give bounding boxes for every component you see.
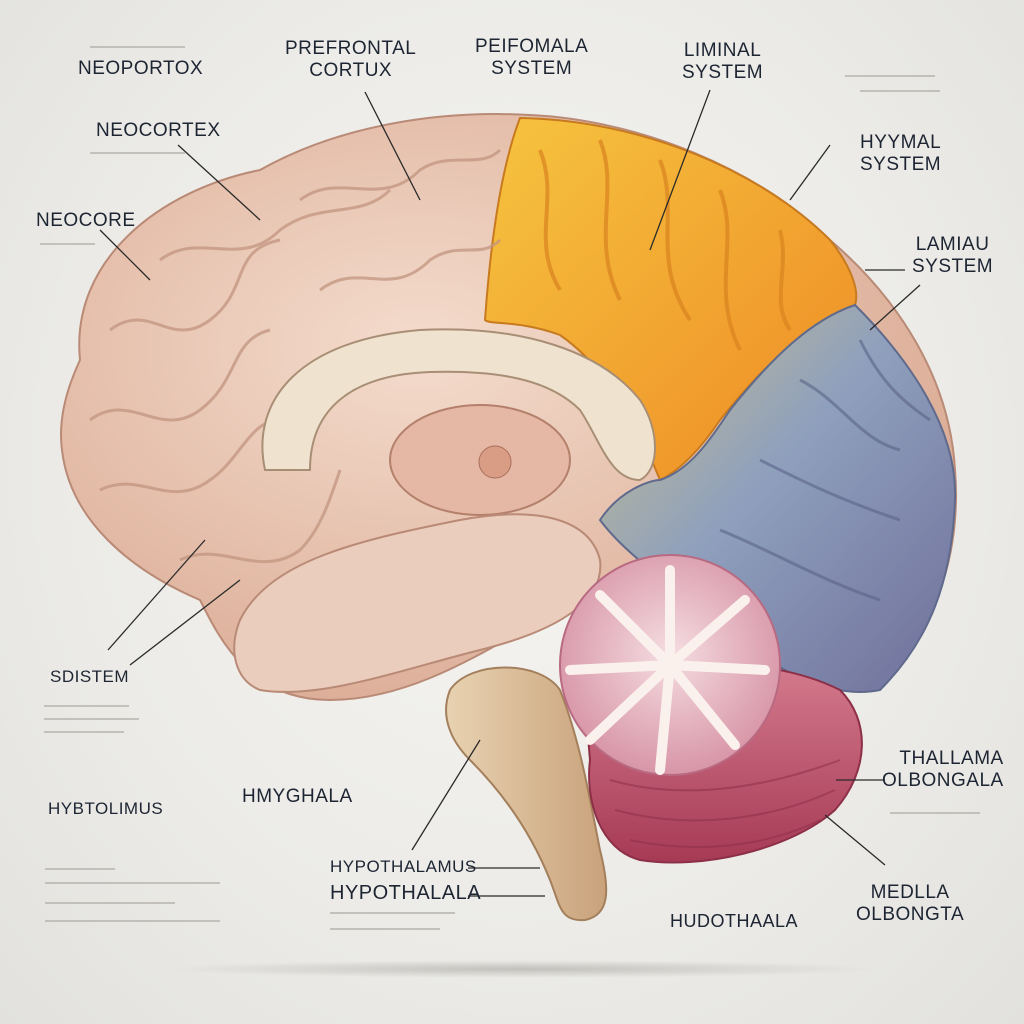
label-hymyghala: HMYGHALA <box>242 786 353 807</box>
orange-lobe <box>483 116 858 482</box>
leader-lines <box>99 89 921 897</box>
faint-line <box>44 731 124 733</box>
faint-line <box>45 902 175 904</box>
faint-line <box>45 868 115 870</box>
faint-line <box>90 46 185 48</box>
label-neocore: NEOCORE <box>36 210 136 231</box>
label-sdistem: SDISTEM <box>50 667 130 686</box>
label-medulla: MEDLLA OLBONGTA <box>856 882 965 925</box>
faint-line <box>44 718 139 720</box>
faint-line <box>44 705 129 707</box>
faint-line <box>45 882 220 884</box>
faint-line <box>45 920 220 922</box>
label-hymal-system: HYYMAL SYSTEM <box>860 132 942 175</box>
occipital-folds <box>719 339 931 602</box>
faint-line <box>90 152 185 154</box>
faint-line <box>330 912 455 914</box>
label-hypothalamus: HYPOTHALAMUS <box>330 857 477 876</box>
faint-line <box>860 90 940 92</box>
label-hypothalamus-left: HYBTOLIMUS <box>48 799 164 818</box>
label-prefrontal-cortex: PREFRONTAL CORTUX <box>285 38 417 81</box>
label-peifomala-system: PEIFOMALA SYSTEM <box>475 36 589 79</box>
faint-line <box>40 243 95 245</box>
faint-line <box>890 812 980 814</box>
faint-line <box>845 75 935 77</box>
label-neoportox: NEOPORTOX <box>78 58 204 79</box>
label-hypothalala: HYPOTHALALA <box>330 882 482 904</box>
cortex-folds <box>89 148 502 564</box>
label-lamial-system: LAMIAU SYSTEM <box>912 234 994 277</box>
label-neocortex: NEOCORTEX <box>96 120 221 141</box>
brainstem <box>445 666 608 922</box>
label-thallama: THALLAMA OLBONGALA <box>882 748 1004 791</box>
label-liminal-system: LIMINAL SYSTEM <box>682 40 764 83</box>
faint-line <box>330 928 440 930</box>
arbor-vitae <box>565 565 770 775</box>
label-hudothaala: HUDOTHAALA <box>670 911 799 931</box>
corpus-callosum <box>261 328 656 482</box>
orange-folds <box>538 139 792 351</box>
floor-shadow <box>160 960 880 978</box>
